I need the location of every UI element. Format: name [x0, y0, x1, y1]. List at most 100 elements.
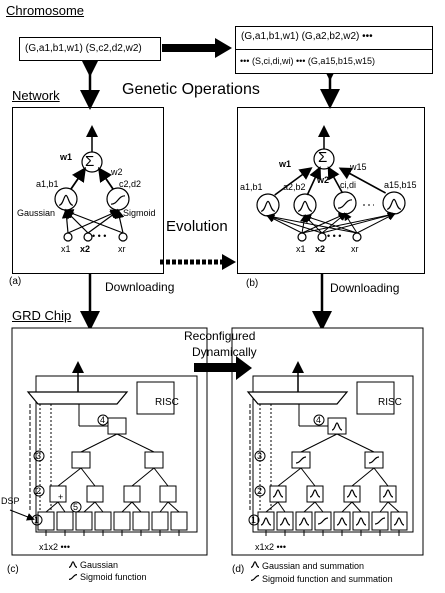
pe-level2-d	[306, 485, 324, 503]
step-marker-ring	[248, 514, 260, 526]
sigmoid-label-a: Sigmoid	[123, 208, 156, 218]
link-to-sum-b	[338, 167, 386, 194]
inputs-label-c: x1x2 •••	[39, 542, 70, 552]
input-link-a	[114, 208, 125, 234]
tree-link-c	[94, 501, 104, 513]
params-cidi-b: ci,di	[340, 180, 357, 190]
pe-level3-c	[71, 451, 91, 469]
legend-gaussian-c: Gaussian	[80, 560, 119, 570]
pe-level1-d	[276, 511, 294, 531]
input-xr-a: xr	[118, 244, 126, 254]
params-c2d2-a: c2,d2	[119, 179, 142, 189]
risc-label-d: RISC	[378, 397, 402, 408]
marker-5-c: 5	[73, 502, 79, 512]
risc-block-d	[356, 381, 395, 415]
tree-link-c	[83, 501, 96, 513]
sigmoid-icon	[337, 199, 353, 209]
panel-label-a: (a)	[9, 276, 22, 287]
dsp-pointer	[9, 509, 35, 521]
pe-level3-c	[144, 451, 164, 469]
output-bus-d	[246, 391, 349, 405]
tree-link-d	[336, 433, 375, 453]
tree-link-d	[303, 501, 316, 513]
tree-link-d	[341, 501, 353, 513]
tree-link-d	[277, 501, 286, 513]
gaussian-icon	[309, 489, 321, 498]
genetic-operations-label: Genetic Operations	[122, 81, 260, 98]
input-link-a	[87, 209, 120, 234]
gaussian-icon	[298, 517, 310, 526]
gaussian-icon	[382, 489, 394, 498]
step-marker-ring	[31, 514, 43, 526]
legend-sigmoid-icon	[68, 574, 78, 580]
pe-level1-c	[37, 511, 55, 531]
pe-level4-d	[327, 417, 347, 435]
pe-level1-d	[295, 511, 313, 531]
risc-block-c	[136, 381, 175, 415]
gaussian-label-a: Gaussian	[17, 208, 56, 218]
link-w2-a	[97, 167, 114, 190]
weight-w15-b: w15	[350, 162, 367, 172]
legend-gaussian-d: Gaussian and summation	[262, 561, 365, 571]
gaussian-icon	[279, 517, 291, 526]
pe-level1-c	[151, 511, 169, 531]
params-a2b2-b: a2,b2	[283, 182, 306, 192]
link-to-sum-b	[306, 166, 322, 196]
legend-sigmoid-sum-icon	[250, 575, 260, 581]
marker-2-d: 2	[257, 486, 263, 496]
step-marker-ring	[33, 485, 45, 497]
weight-w2-b: w2	[317, 175, 330, 185]
tree-link-d	[300, 467, 316, 487]
panel-label-d: (d)	[232, 564, 245, 575]
sigmoid-icon	[374, 517, 386, 525]
weight-w1-b: w1	[279, 159, 292, 169]
input-link-b	[321, 212, 347, 234]
input-link-b	[303, 214, 358, 234]
tree-link-c	[57, 501, 66, 513]
risc-label-c: RISC	[155, 397, 179, 408]
pe-level1-d	[257, 511, 275, 531]
section-title-chromosome: Chromosome	[6, 3, 85, 18]
sum-node-b: Σ	[318, 149, 328, 166]
link-w1-a	[70, 167, 87, 190]
step-marker-ring	[254, 450, 266, 462]
gaussian-icon	[393, 517, 405, 526]
tree-link-d	[351, 501, 362, 513]
pe-level4-c	[107, 417, 127, 435]
params-a1b1-b: a1,b1	[240, 182, 263, 192]
pe-level2-d	[343, 485, 361, 503]
sigmoid-icon	[368, 456, 380, 464]
input-x1-a: x1	[61, 244, 71, 254]
gaussian-icon	[386, 198, 402, 210]
link-to-sum-b	[327, 166, 344, 194]
tree-link-c	[121, 501, 133, 513]
sigmoid-icon	[295, 456, 307, 464]
link-to-sum-b	[274, 167, 313, 196]
marker-3-d: 3	[257, 451, 263, 461]
gaussian-icon	[260, 517, 272, 526]
step-marker-ring	[70, 501, 82, 513]
pe-level1-c	[75, 511, 93, 531]
evolution-label: Evolution	[166, 218, 228, 235]
step-marker-ring	[254, 485, 266, 497]
gaussian-icon	[331, 422, 343, 431]
evolution-arrow-head	[222, 254, 236, 270]
gaussian-icon	[58, 194, 74, 206]
input-x2-b: x2	[315, 244, 326, 254]
step-marker-ring	[313, 414, 325, 426]
pe-level1-d	[333, 511, 351, 531]
marker-1-c: 1	[34, 515, 40, 525]
tree-link-d	[314, 501, 324, 513]
tree-link-c	[80, 467, 96, 487]
tree-link-d	[373, 467, 389, 487]
tree-link-c	[159, 501, 169, 513]
network-panel-b	[237, 107, 425, 274]
tree-link-c	[57, 467, 82, 487]
input-link-a	[63, 209, 124, 234]
tree-link-d	[265, 501, 279, 513]
pe-level1-c	[94, 511, 112, 531]
chromosome-right-line2: ••• (S,ci,di,wi) ••• (G,a15,b15,w15)	[240, 56, 375, 66]
reconfigured-arrow	[194, 356, 252, 380]
section-title-network: Network	[12, 88, 60, 103]
pe-level2-c	[159, 485, 177, 503]
